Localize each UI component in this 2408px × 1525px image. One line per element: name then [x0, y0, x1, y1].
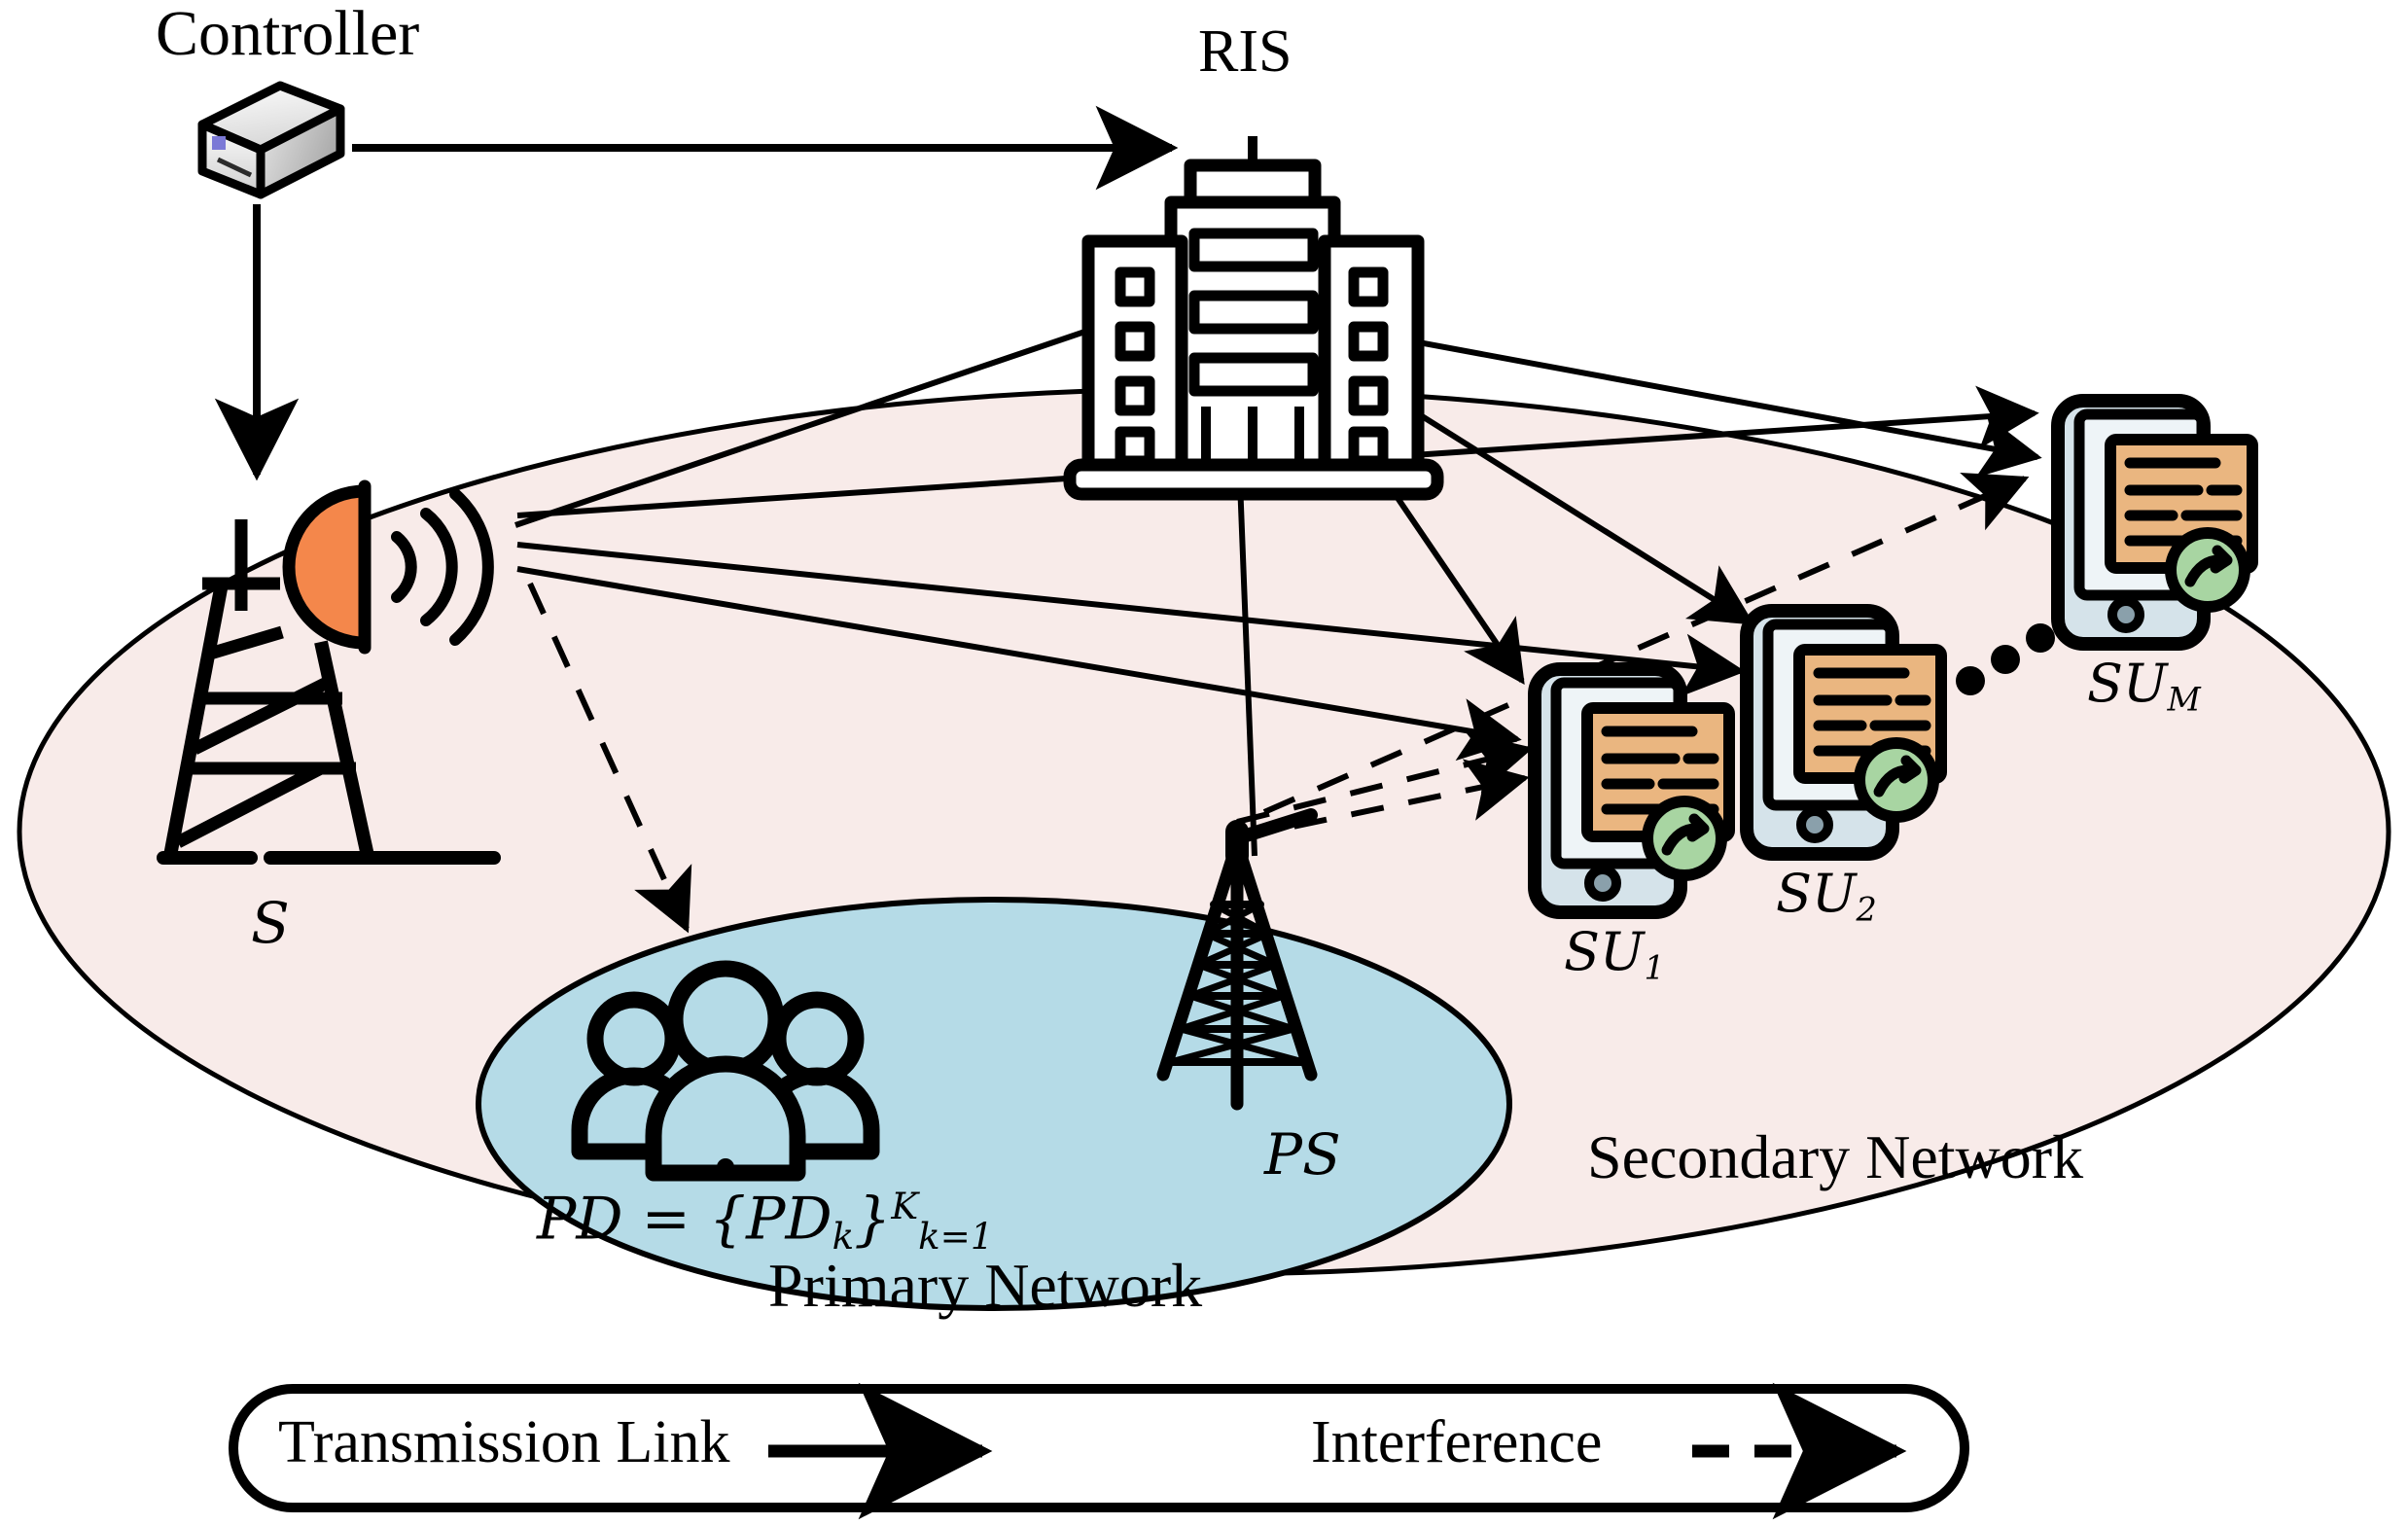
interference-s-to-pd — [527, 582, 692, 934]
secondary-user-1-label: SU1 — [1564, 926, 1665, 984]
transmission-links — [514, 280, 2039, 762]
primary-network-label: Primary Network — [768, 1251, 1203, 1320]
su2-index: 2 — [1856, 890, 1877, 929]
secondary-user-m-device — [2051, 394, 2258, 651]
pd-sup: K — [891, 1185, 919, 1227]
pd-close-brace: } — [854, 1185, 892, 1254]
link-ris-to-sum — [1302, 318, 2042, 479]
interference-ps-sum — [1262, 472, 2030, 815]
su1-base: SU — [1564, 921, 1645, 982]
pd-equals: = — [641, 1185, 691, 1254]
primary-source-label: PS — [1264, 1121, 1341, 1188]
pd-set-sub: k — [832, 1214, 855, 1258]
interference-ps-su1-b — [1236, 759, 1530, 841]
primary-destination-users — [571, 960, 880, 1182]
pd-lhs: PD — [537, 1185, 623, 1254]
source-base-station — [157, 479, 501, 865]
primary-source-tower — [1156, 808, 1318, 1111]
pd-sub: k=1 — [918, 1214, 994, 1258]
secondary-network-label: Secondary Network — [1587, 1122, 2084, 1191]
sum-base: SU — [2087, 653, 2168, 714]
legend-interference-label: Interference — [1311, 1409, 1603, 1475]
secondary-user-2-label: SU2 — [1776, 868, 1877, 926]
ris-label: RIS — [1198, 18, 1293, 85]
interference-ps-to-sus — [1236, 472, 2030, 841]
link-s-to-su2 — [516, 542, 1746, 697]
secondary-user-1-device — [1528, 662, 1735, 919]
primary-destination-formula: PD = {PDk}Kk=1 — [537, 1188, 993, 1255]
ris-building — [1063, 136, 1444, 501]
users-ellipsis-dots — [1956, 623, 2055, 695]
source-label: S — [251, 890, 290, 956]
su2-base: SU — [1776, 863, 1857, 924]
controller-device — [197, 81, 345, 199]
secondary-user-m-label: SUM — [2087, 657, 2201, 716]
legend-transmission-label: Transmission Link — [278, 1409, 730, 1475]
controller-label: Controller — [156, 0, 420, 69]
link-s-to-su1 — [516, 566, 1522, 762]
secondary-user-2-device — [1740, 604, 1947, 861]
pd-open-brace: { — [708, 1185, 747, 1254]
su1-index: 1 — [1644, 948, 1665, 987]
legend-box — [229, 1382, 1969, 1520]
pd-set-base: PD — [746, 1185, 832, 1254]
sum-index: M — [2167, 680, 2201, 719]
